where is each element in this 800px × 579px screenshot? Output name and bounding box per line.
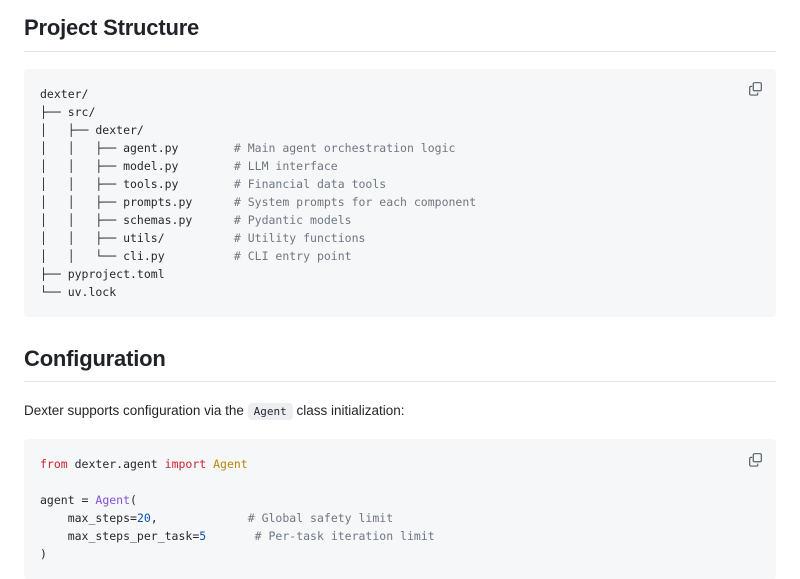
- description-text-after: class initialization:: [292, 403, 405, 418]
- configuration-code: from dexter.agent import Agent agent = A…: [40, 457, 435, 561]
- code-block-configuration: from dexter.agent import Agent agent = A…: [24, 439, 776, 579]
- heading-configuration: Configuration: [24, 317, 776, 382]
- code-block-project-structure: dexter/ ├── src/ │ ├── dexter/ │ │ ├── a…: [24, 68, 776, 317]
- copy-icon[interactable]: [744, 448, 766, 470]
- inline-code-agent: Agent: [247, 403, 293, 420]
- heading-project-structure: Project Structure: [24, 0, 776, 52]
- description-text-before: Dexter supports configuration via the: [24, 403, 248, 418]
- copy-icon[interactable]: [744, 78, 766, 100]
- configuration-description: Dexter supports configuration via the Ag…: [24, 400, 776, 422]
- project-structure-tree: dexter/ ├── src/ │ ├── dexter/ │ │ ├── a…: [40, 86, 477, 299]
